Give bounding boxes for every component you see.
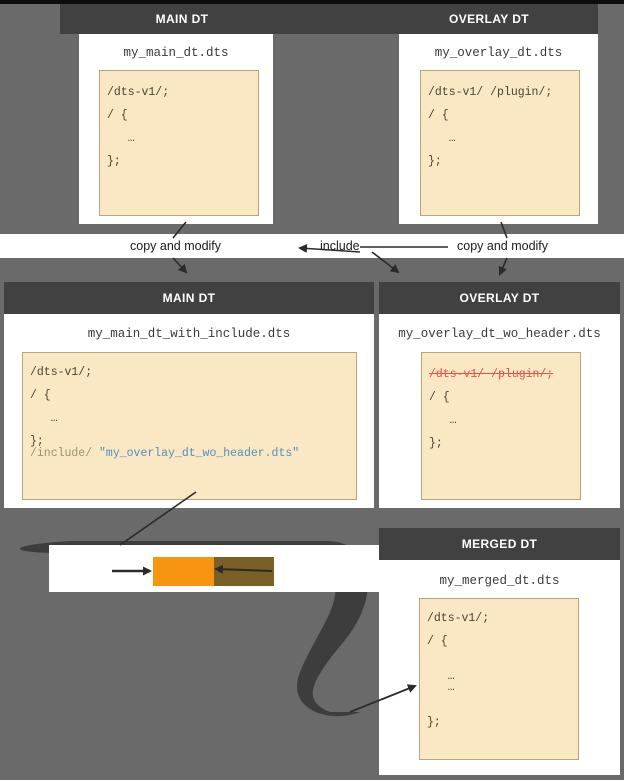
band-label-include: include: [320, 239, 360, 253]
row1-overlay-header: OVERLAY DT: [380, 4, 598, 34]
row3-merged-header-label: MERGED DT: [461, 537, 538, 551]
row3-merged-card: my_merged_dt.dts /dts-v1/; . / { . . … ……: [379, 560, 620, 775]
code-line: /dts-v1/;: [107, 86, 170, 99]
row3-merged-filename: my_merged_dt.dts: [439, 574, 560, 588]
code-line: / {: [107, 109, 128, 122]
row2-overlay-header-label: OVERLAY DT: [459, 291, 540, 305]
row1-main-header-label: MAIN DT: [155, 12, 209, 26]
row1-main-card: my_main_dt.dts /dts-v1/; . / { . … . };: [79, 34, 273, 224]
code-line: };: [429, 437, 443, 450]
row2-divider: [374, 282, 379, 314]
code-line: /dts-v1/ /plugin/;: [428, 86, 553, 99]
code-line: …: [107, 132, 135, 145]
include-string: "my_overlay_dt_wo_header.dts": [99, 446, 300, 460]
code-line: };: [428, 155, 442, 168]
compile-text: compile: [55, 554, 99, 568]
row2-main-filename: my_main_dt_with_include.dts: [87, 327, 291, 341]
row2-main-code: /dts-v1/; . / { . … . }; /include/ "my_o…: [22, 352, 357, 500]
code-line: …: [427, 681, 455, 694]
row2-overlay-card: my_overlay_dt_wo_header.dts /dts-v1/ /pl…: [379, 314, 620, 508]
code-line: };: [30, 435, 44, 448]
code-line: / {: [429, 391, 450, 404]
row2-main-header: MAIN DT: [4, 282, 374, 314]
code-line: /dts-v1/;: [427, 612, 490, 625]
code-line: / {: [30, 389, 51, 402]
row1-main-header: MAIN DT: [60, 4, 304, 34]
row2-header-bar: [4, 282, 620, 314]
code-line-struck: /dts-v1/ /plugin/;: [429, 368, 554, 381]
dtb-tail-bar: [214, 557, 274, 586]
code-line: / {: [428, 109, 449, 122]
row3-merged-header: MERGED DT: [379, 528, 620, 560]
row2-overlay-filename: my_overlay_dt_wo_header.dts: [398, 327, 601, 341]
code-line: / {: [427, 635, 448, 648]
row1-overlay-card: my_overlay_dt.dts /dts-v1/ /plugin/; . /…: [399, 34, 598, 224]
row1-main-filename: my_main_dt.dts: [123, 46, 229, 60]
arrow-overlay-copy-modify-tail: [498, 257, 508, 276]
row2-main-card: my_main_dt_with_include.dts /dts-v1/; . …: [4, 314, 374, 508]
row1-overlay-code: /dts-v1/ /plugin/; . / { . … . };: [420, 70, 580, 216]
code-line-include: /include/ "my_overlay_dt_wo_header.dts": [30, 446, 356, 460]
transition-band: [0, 234, 624, 258]
row3-merged-code: /dts-v1/; . / { . . … … . . };: [419, 598, 579, 760]
dtb-artifact-box: .dtb: [153, 557, 214, 586]
include-space: [92, 447, 99, 460]
include-keyword: /include/: [30, 446, 93, 460]
code-line: …: [428, 132, 456, 145]
row2-overlay-code: /dts-v1/ /plugin/; . / { . … . };: [421, 352, 581, 500]
band-label-copy-left: copy and modify: [130, 239, 222, 253]
top-black-strip: [0, 0, 624, 4]
dtb-label: .dtb: [173, 564, 194, 579]
code-line: };: [427, 715, 441, 729]
row2-overlay-header: OVERLAY DT: [379, 282, 620, 314]
row2-main-header-label: MAIN DT: [162, 291, 216, 305]
dump-label: dump (dtc): [278, 554, 314, 584]
dump-tool: (dtc): [278, 569, 315, 584]
row1-header-bar: [60, 4, 598, 34]
code-line: };: [107, 155, 121, 168]
row1-main-code: /dts-v1/; . / { . … . };: [99, 70, 259, 216]
band-label-copy-right: copy and modify: [457, 239, 549, 253]
compile-tool: (dtc): [58, 569, 95, 584]
row1-overlay-header-label: OVERLAY DT: [448, 12, 530, 26]
row1-overlay-filename: my_overlay_dt.dts: [434, 46, 563, 60]
code-line: /dts-v1/;: [30, 366, 93, 379]
code-line: …: [429, 414, 457, 427]
code-line: …: [30, 412, 58, 425]
compile-label: compile (dtc): [55, 554, 98, 584]
dump-text: dump: [280, 554, 312, 568]
arrow-main-copy-modify-tail: [172, 257, 188, 274]
code-line: …: [427, 669, 455, 683]
